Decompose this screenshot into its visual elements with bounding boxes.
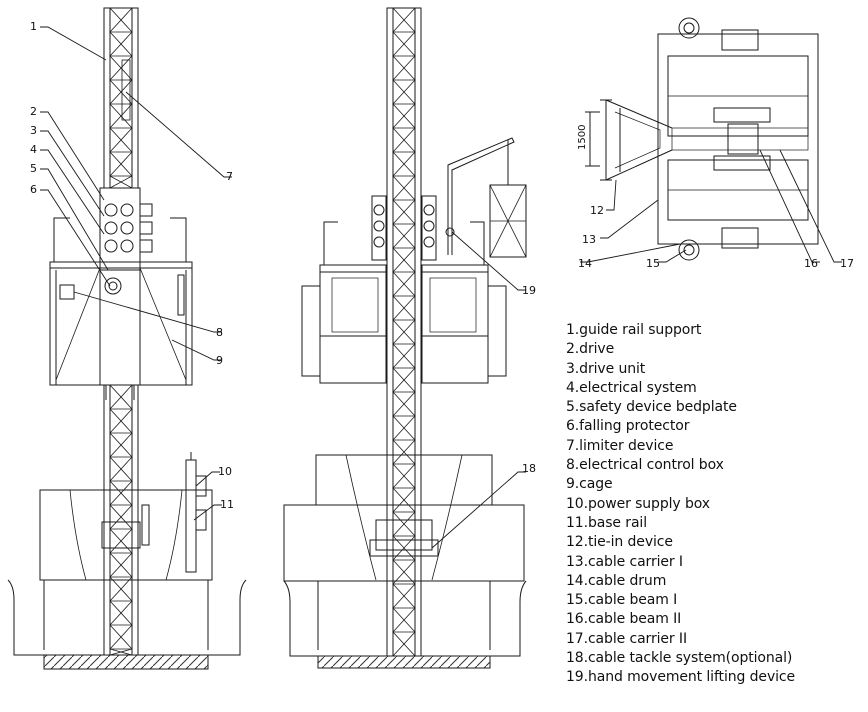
- callout-7: 7: [226, 170, 233, 183]
- legend-item: 10.power supply box: [566, 495, 710, 512]
- mast-upper-left: [103, 7, 139, 189]
- callout-16: 16: [804, 257, 818, 270]
- dimension-marker: [585, 111, 600, 167]
- mast-middle: [386, 7, 422, 657]
- legend-item: 16.cable beam II: [566, 611, 682, 628]
- parts-legend: 1.guide rail support 2.drive 3.drive uni…: [566, 321, 864, 688]
- legend-item: 19.hand movement lifting device: [566, 669, 796, 686]
- callout-5: 5: [30, 162, 37, 175]
- callout-17: 17: [840, 257, 854, 270]
- drive-block: [99, 187, 153, 295]
- foundation-left: [43, 654, 209, 670]
- front-elevation-view: [283, 7, 527, 669]
- legend-item: 5.safety device bedplate: [566, 399, 737, 416]
- lifting-device: [445, 137, 527, 258]
- dimension-label: 1500: [577, 125, 588, 150]
- legend-item: 17.cable carrier II: [566, 630, 687, 647]
- legend-item: 9.cage: [566, 476, 613, 493]
- legend-item: 2.drive: [566, 341, 615, 358]
- legend-item: 15.cable beam I: [566, 592, 678, 609]
- callout-11: 11: [220, 498, 234, 511]
- drive-units-middle: [371, 195, 437, 261]
- callout-15: 15: [646, 257, 660, 270]
- callout-1: 1: [30, 20, 37, 33]
- side-elevation-view: [7, 7, 247, 670]
- plan-view: [585, 17, 819, 261]
- callout-14: 14: [578, 257, 592, 270]
- legend-item: 12.tie-in device: [566, 534, 673, 551]
- callout-10: 10: [218, 465, 232, 478]
- base-enclosure-middle: [283, 454, 525, 650]
- legend-item: 1.guide rail support: [566, 322, 702, 338]
- legend-item: 7.limiter device: [566, 437, 674, 454]
- legend-item: 3.drive unit: [566, 360, 646, 377]
- callout-2: 2: [30, 105, 37, 118]
- legend-item: 4.electrical system: [566, 379, 697, 396]
- callout-3: 3: [30, 124, 37, 137]
- legend-item: 13.cable carrier I: [566, 553, 683, 570]
- legend-item: 18.cable tackle system(optional): [566, 650, 793, 667]
- callout-numbers: 1 2 3 4 5 6 7 8 9 10 11 12 13 14 15 16 1…: [30, 20, 854, 511]
- twin-cages: [301, 221, 507, 384]
- base-enclosure-left: [39, 452, 213, 650]
- callout-6: 6: [30, 183, 37, 196]
- callout-8: 8: [216, 326, 223, 339]
- foundation-middle: [317, 655, 491, 669]
- callout-19: 19: [522, 284, 536, 297]
- callout-12: 12: [590, 204, 604, 217]
- legend-item: 11.base rail: [566, 514, 648, 531]
- legend-item: 14.cable drum: [566, 572, 667, 589]
- callout-13: 13: [582, 233, 596, 246]
- legend-item: 6.falling protector: [566, 418, 690, 435]
- leader-lines: [40, 26, 842, 549]
- callout-9: 9: [216, 354, 223, 367]
- legend-item: 8.electrical control box: [566, 457, 724, 474]
- mast-lower-left: [101, 384, 150, 656]
- callout-4: 4: [30, 143, 37, 156]
- callout-18: 18: [522, 462, 536, 475]
